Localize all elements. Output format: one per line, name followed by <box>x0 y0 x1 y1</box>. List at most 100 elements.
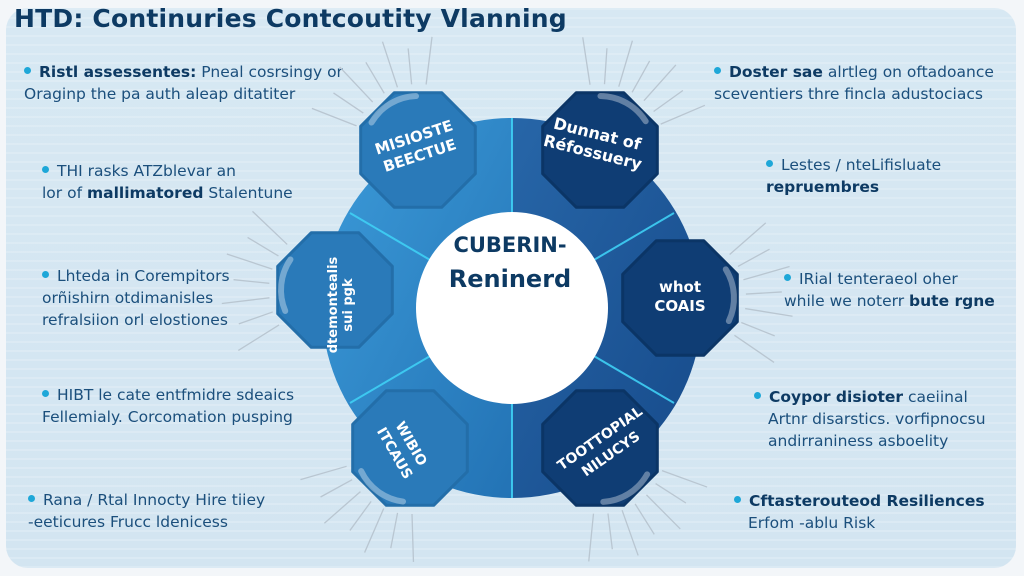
connector-line <box>247 236 279 257</box>
connector-line <box>320 479 353 498</box>
bullet-icon <box>754 392 761 399</box>
connector-line <box>734 334 775 363</box>
connector-line <box>365 62 385 94</box>
connector-line <box>311 107 357 127</box>
note-text: Pneal cosrsingy or <box>196 63 343 81</box>
segment-node-top-right <box>541 91 659 209</box>
note-right-4: Coypor disioter caeiinal Artnr disarstic… <box>754 386 986 452</box>
note-left-1: Ristl assessentes: Pneal cosrsingy or Or… <box>24 61 343 105</box>
connector-line <box>655 483 687 504</box>
segment-node-bottom-right <box>541 389 659 507</box>
center-circle <box>416 212 608 404</box>
segment-node-middle-left <box>276 231 394 349</box>
note-text: THI rasks ATZblevar an <box>57 162 237 180</box>
connector-line <box>363 508 385 553</box>
note-text-line2: orñishirn otdimanisles <box>42 289 214 307</box>
note-heading: Ristl assessentes: <box>39 63 197 81</box>
connector-line <box>237 324 280 351</box>
note-text: IRial tenteraeol oher <box>799 270 958 288</box>
note-text: Lhteda in Corempitors <box>57 267 230 285</box>
bullet-icon <box>766 160 773 167</box>
bullet-icon <box>28 495 35 502</box>
note-text-line2-bold: mallimatored <box>86 184 204 202</box>
connector-line <box>661 469 708 488</box>
connector-line <box>607 513 613 550</box>
connector-line <box>741 321 775 337</box>
note-text-line3: andirraniness asboelity <box>768 432 949 450</box>
connector-line <box>390 512 399 549</box>
segment-label-line1: whot <box>658 278 701 296</box>
connector-line <box>238 311 273 325</box>
center-label-line2: Reninerd <box>448 265 572 293</box>
center-label-line1: CUBERIN- <box>453 233 567 257</box>
note-heading: Doster sae <box>729 63 823 81</box>
note-text-line2: Artnr disarstics. vorfipnocsu <box>768 410 986 428</box>
connector-line <box>252 210 288 245</box>
bullet-icon <box>42 271 49 278</box>
connector-line <box>621 509 639 556</box>
connector-line <box>729 222 767 255</box>
note-right-5: Cftasterouteod Resiliences Erfom -ablu R… <box>734 490 985 534</box>
center-label: CUBERIN- Reninerd <box>420 228 600 296</box>
connector-line <box>737 248 770 267</box>
note-text-line2: Stalentune <box>203 184 293 202</box>
connector-line <box>349 500 372 531</box>
connector-line <box>653 89 684 113</box>
note-text: caeiinal <box>903 388 968 406</box>
segment-label-middle-right: whot COAIS <box>640 278 720 316</box>
connector-line <box>407 48 413 85</box>
note-text-line2: sceventiers thre fincla adustociacs <box>714 85 983 103</box>
connector-line <box>425 36 433 85</box>
segment-node-middle-right <box>621 239 739 357</box>
connector-line <box>745 307 793 317</box>
note-text: HIBT le cate entfmidre sdeaics <box>57 386 295 404</box>
connector-line <box>582 37 591 85</box>
note-left-4: HIBT le cate entfmidre sdeaics Fellemial… <box>42 384 294 428</box>
note-heading: Coypor disioter <box>769 388 904 406</box>
note-text-line2-bold: repruembres <box>766 178 880 196</box>
page-title: HTD: Continuries Contcoutity Vlanning <box>14 4 567 33</box>
note-text-line2: Oraginp the pa auth aleap ditatiter <box>24 85 296 103</box>
connector-line <box>226 253 273 270</box>
connector-line <box>233 279 270 284</box>
note-text: Rana / Rtal Innocty Hire tiiey <box>43 491 266 509</box>
connector-line <box>323 491 361 524</box>
segment-gloss <box>597 93 649 125</box>
note-text: Lestes / nteLifisluate <box>781 156 942 174</box>
segment-node-top-left <box>359 91 477 209</box>
note-text-line2-pre: while we noterr <box>784 292 910 310</box>
connector-line <box>411 513 415 562</box>
bullet-icon <box>784 274 791 281</box>
segment-label-line2: COAIS <box>654 297 706 315</box>
connector-line <box>631 60 651 93</box>
note-left-2: THI rasks ATZblevar an lor of mallimator… <box>42 160 293 204</box>
bullet-icon <box>24 67 31 74</box>
segment-gloss <box>368 93 420 126</box>
connector-line <box>221 297 270 305</box>
segment-gloss <box>722 266 737 325</box>
note-text: alrtleg on oftadoance <box>822 63 994 81</box>
note-right-1: Doster sae alrtleg on oftadoance scevent… <box>714 61 994 105</box>
note-right-2: Lestes / nteLifisluate repruembres <box>766 154 941 198</box>
bullet-icon <box>714 67 721 74</box>
connector-line <box>603 48 608 85</box>
bullet-icon <box>734 496 741 503</box>
segment-node-bottom-left <box>351 389 469 507</box>
note-text-line2: -eeticures Frucc ldenicess <box>28 513 228 531</box>
connector-line <box>634 503 655 535</box>
note-left-5: Rana / Rtal Innocty Hire tiiey -eeticure… <box>28 489 265 533</box>
note-text-line3: refralsiion orl elostiones <box>42 311 228 329</box>
note-text-line2: Fellemialy. Corcomation pusping <box>42 408 293 426</box>
note-right-3: IRial tenteraeol oher while we noterr bu… <box>784 268 995 312</box>
bullet-icon <box>42 166 49 173</box>
connector-line <box>339 66 374 103</box>
note-left-3: Lhteda in Corempitors orñishirn otdimani… <box>42 265 230 331</box>
note-text-line2-bold: bute rgne <box>909 292 995 310</box>
segment-label-middle-left: dtemontealis sui pgk <box>326 250 356 360</box>
bullet-icon <box>42 390 49 397</box>
segment-gloss <box>600 471 651 505</box>
segment-label-line2: sui pgk <box>341 278 356 332</box>
connector-line <box>660 104 706 125</box>
connector-line <box>300 465 347 481</box>
